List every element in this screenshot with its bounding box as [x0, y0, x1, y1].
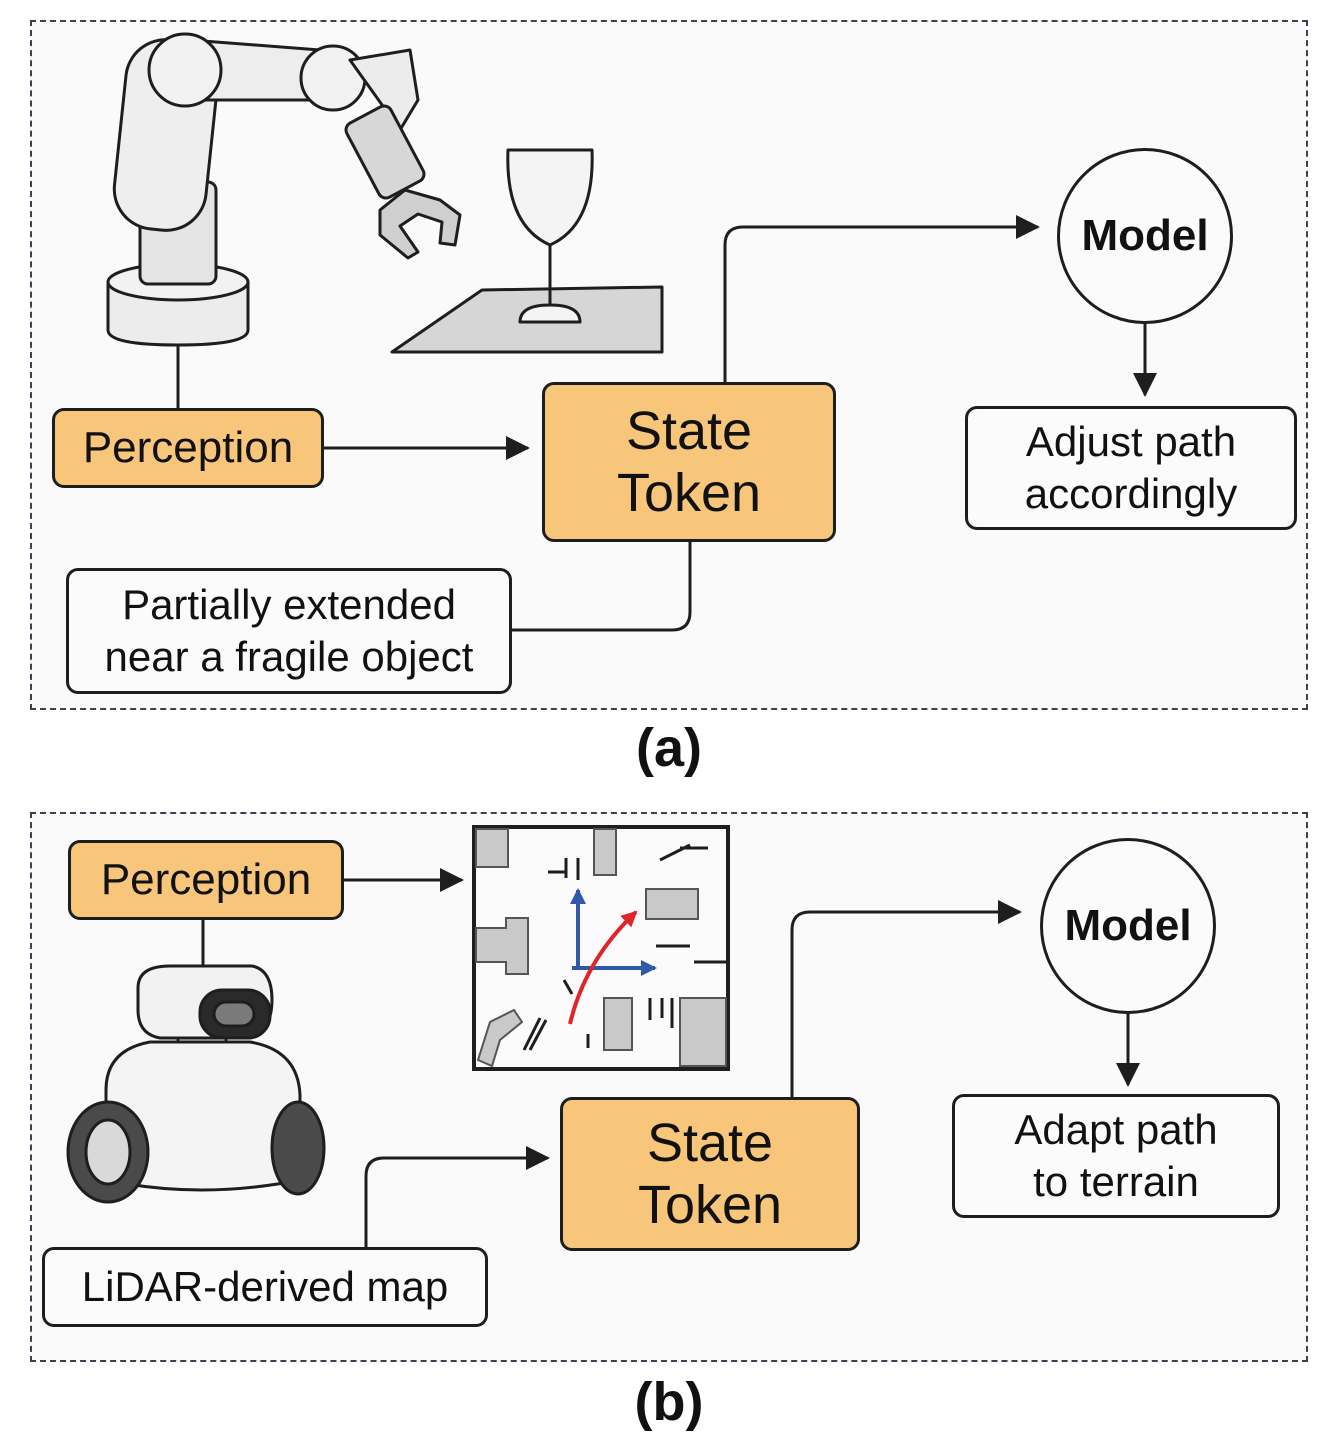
state-token-line2-b: Token — [637, 1175, 783, 1235]
perception-box-a: Perception — [52, 408, 324, 488]
caption-b: (b) — [634, 1372, 704, 1432]
action-box-a: Adjust path accordingly — [965, 406, 1297, 530]
wine-glass-icon — [390, 148, 664, 354]
robot-arm-icon — [106, 32, 462, 347]
mobile-robot-icon — [66, 964, 326, 1204]
perception-label-b: Perception — [100, 855, 312, 904]
lidar-map-icon — [472, 825, 730, 1071]
map-label-box-b: LiDAR-derived map — [42, 1247, 488, 1327]
action-line2-a: accordingly — [1024, 470, 1238, 517]
model-label-b: Model — [1064, 901, 1192, 950]
state-token-line1-b: State — [646, 1113, 774, 1173]
state-desc-line2-a: near a fragile object — [104, 633, 474, 680]
state-description-box-a: Partially extended near a fragile object — [66, 568, 512, 694]
action-line2-b: to terrain — [1033, 1158, 1199, 1205]
state-desc-line1-a: Partially extended — [122, 581, 456, 628]
map-label-b: LiDAR-derived map — [81, 1263, 449, 1310]
state-token-line2-a: Token — [616, 463, 762, 523]
action-line1-a: Adjust path — [1025, 418, 1237, 465]
state-token-box-a: State Token — [542, 382, 836, 542]
action-line1-b: Adapt path — [1014, 1106, 1218, 1153]
state-token-box-b: State Token — [560, 1097, 860, 1251]
model-circle-b: Model — [1040, 838, 1216, 1014]
perception-label-a: Perception — [82, 423, 294, 472]
model-label-a: Model — [1081, 211, 1209, 260]
caption-a: (a) — [636, 718, 702, 778]
perception-box-b: Perception — [68, 840, 344, 920]
state-token-line1-a: State — [625, 401, 753, 461]
action-box-b: Adapt path to terrain — [952, 1094, 1280, 1218]
model-circle-a: Model — [1057, 148, 1233, 324]
